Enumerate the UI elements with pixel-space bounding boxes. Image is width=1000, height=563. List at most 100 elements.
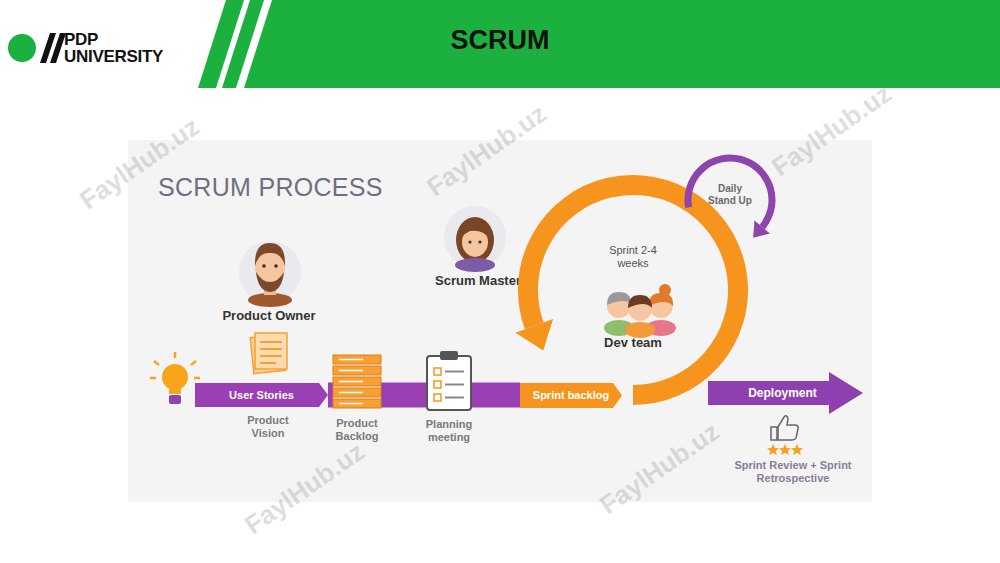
backlog-node: Product Backlog <box>333 355 381 443</box>
checklist-line <box>445 384 464 386</box>
header-band <box>198 0 1000 88</box>
deployment-arrow: Deployment <box>708 372 863 414</box>
scrum-master-avatar <box>468 240 471 243</box>
backlog-item-line <box>339 403 363 405</box>
flow-connector-band <box>381 383 427 408</box>
checkbox <box>434 381 441 388</box>
logo-text: UNIVERSITY <box>64 48 163 65</box>
backlog-item-line <box>339 381 363 383</box>
scrum-master-avatar <box>478 240 481 243</box>
sprint-cycle-shape <box>528 185 738 395</box>
logo-mark <box>8 33 66 63</box>
scrum-master-avatar <box>444 206 506 272</box>
daily-ring <box>688 158 772 227</box>
flow-connector-band <box>471 383 520 408</box>
document-stack <box>260 355 282 357</box>
node-text: Sprint backlog <box>520 383 622 408</box>
document-stack <box>250 333 287 374</box>
document-stack <box>255 333 287 369</box>
lightbulb-icon <box>169 395 181 404</box>
checkbox <box>434 394 441 401</box>
arrow-head <box>829 372 863 414</box>
flow-band: User Stories <box>195 383 328 407</box>
lightbulb-icon <box>150 352 200 404</box>
flow-band-fill <box>520 383 622 408</box>
dev-team-people <box>604 284 676 338</box>
node-text: Daily Stand Up <box>704 183 756 206</box>
lightbulb-icon <box>150 377 156 380</box>
backlog-item-line <box>339 359 363 361</box>
node-text: Dev team <box>583 336 683 351</box>
product-owner-avatar <box>274 264 278 268</box>
lightbulb-icon <box>194 377 200 380</box>
lightbulb-icon <box>191 361 196 365</box>
flow-connector <box>381 395 427 396</box>
header-band <box>222 0 264 88</box>
dev-team-people <box>649 294 673 318</box>
daily-loop: Daily Stand Up <box>688 158 772 242</box>
node-text: Deployment <box>730 372 835 414</box>
sprint-ring <box>528 185 738 395</box>
thumbs-up-icon <box>771 416 798 440</box>
dev-team-people <box>607 292 631 305</box>
backlog-item <box>333 388 381 397</box>
lightbulb-icon <box>174 352 177 358</box>
document-stack <box>260 362 276 364</box>
clipboard-clip <box>440 351 458 360</box>
rating-stars <box>767 444 779 455</box>
product-owner-avatar <box>248 293 292 307</box>
step-label: Product Vision <box>238 414 298 439</box>
backlog-item <box>333 366 381 375</box>
thumbs-up-icon <box>771 427 777 440</box>
sprint-arrowhead <box>516 319 554 350</box>
rating-stars <box>779 444 791 455</box>
node-text: Product Backlog <box>327 417 387 442</box>
node-text: Planning meeting <box>419 418 479 443</box>
logo-mark <box>50 33 66 63</box>
product-owner-avatar <box>262 264 266 268</box>
daily-arrowhead <box>753 221 770 238</box>
header-band <box>244 0 1000 88</box>
document-stack <box>260 341 282 343</box>
thumbs-up-icon <box>778 416 798 440</box>
rating-stars <box>791 444 803 455</box>
flow-connector-band <box>328 383 333 408</box>
dev-team-people <box>649 293 673 306</box>
flow-connector <box>471 395 520 396</box>
node-text: User Stories <box>195 383 328 407</box>
planning-node: Planning meeting <box>427 350 471 445</box>
logo-text: PDP <box>64 31 98 48</box>
product-owner-avatar <box>239 241 301 307</box>
lightbulb-icon <box>162 364 188 390</box>
flow-band: Sprint backlog <box>520 383 622 408</box>
clipboard-board <box>427 356 471 410</box>
backlog-item-line <box>339 370 363 372</box>
flow-band-fill <box>195 383 328 407</box>
rating-stars <box>767 444 803 455</box>
dev-team-people <box>628 295 652 308</box>
scrum-master-avatar <box>456 217 494 263</box>
backlog-item <box>333 355 381 364</box>
product-owner-avatar <box>239 241 301 303</box>
checklist-line <box>445 397 464 399</box>
checklist-line <box>445 371 464 373</box>
lightbulb-icon <box>169 388 181 394</box>
slide-title: SCRUM <box>380 26 620 56</box>
backlog-item <box>333 377 381 386</box>
product-owner-avatar <box>256 272 284 292</box>
sprint-cycle: Sprint 2-4 weeksDev team <box>528 185 738 395</box>
product-owner-avatar <box>255 243 285 266</box>
document-stack <box>260 348 282 350</box>
logo-mark <box>8 34 36 62</box>
diagram-heading: SCRUM PROCESS <box>158 173 383 202</box>
diagram-panel <box>128 140 872 502</box>
lightbulb-icon <box>154 361 159 365</box>
step-label: Sprint Review + Sprint Retrospective <box>733 459 853 484</box>
scrum-master-avatar <box>461 222 489 238</box>
flow-connector <box>328 395 333 396</box>
scrum-master-avatar <box>455 258 495 272</box>
role-label: Product Owner <box>199 309 339 324</box>
backlog-item-line <box>339 392 363 394</box>
